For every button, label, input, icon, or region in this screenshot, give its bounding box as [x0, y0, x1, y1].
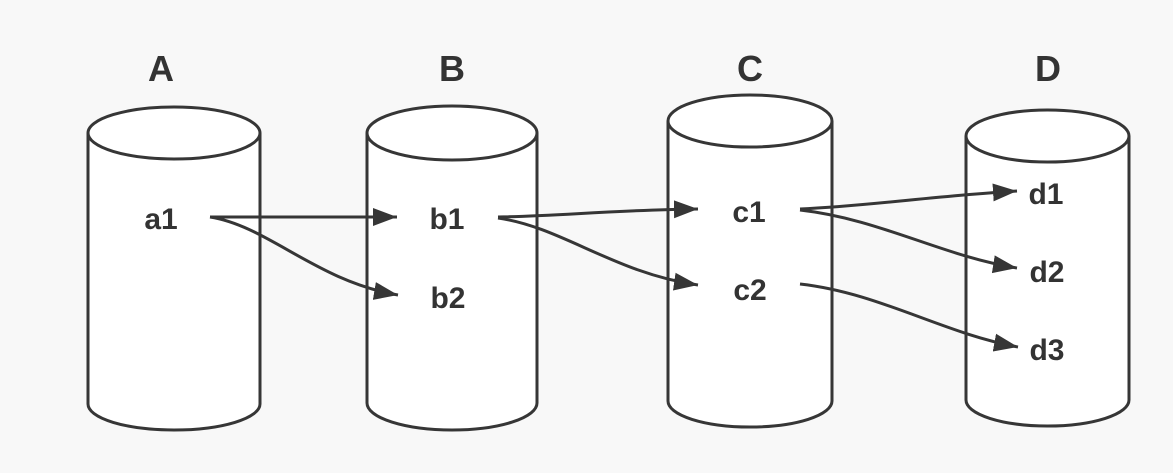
- cylinder-C-top: [666, 93, 834, 149]
- item-b2-label: b2: [430, 282, 465, 315]
- edge-a1-b2: [209, 215, 399, 300]
- cylinder-D-top: [964, 108, 1131, 164]
- edge-b1-c2: [497, 216, 699, 291]
- cylinder-D-label: D: [1035, 48, 1061, 89]
- cylinder-B-body: [365, 133, 539, 432]
- cylinder-B: [365, 104, 539, 432]
- item-c1-label: c1: [732, 196, 765, 229]
- edge-c1-d1: [799, 183, 1018, 211]
- edge-b1-c1: [497, 200, 699, 219]
- edge-c1-d2: [799, 208, 1018, 274]
- cylinder-B-top: [365, 104, 539, 162]
- cylinder-C-label: C: [737, 48, 763, 89]
- cylinder-A: [86, 105, 262, 432]
- item-a1-label: a1: [144, 203, 177, 236]
- cylinder-D: [964, 108, 1131, 428]
- cylinder-A-body: [86, 133, 262, 432]
- cylinder-C: [666, 93, 834, 429]
- cylinder-B-label: B: [439, 48, 465, 89]
- item-b1-label: b1: [429, 203, 464, 236]
- item-d1-label: d1: [1028, 178, 1063, 211]
- item-d3-label: d3: [1029, 334, 1064, 367]
- item-c2-label: c2: [733, 274, 766, 307]
- cylinder-D-body: [964, 136, 1131, 428]
- item-d2-label: d2: [1029, 256, 1064, 289]
- edge-c2-d3: [799, 282, 1019, 352]
- cylinder-A-label: A: [148, 48, 174, 89]
- cylinder-A-top: [86, 105, 262, 161]
- cylinder-C-body: [666, 121, 834, 429]
